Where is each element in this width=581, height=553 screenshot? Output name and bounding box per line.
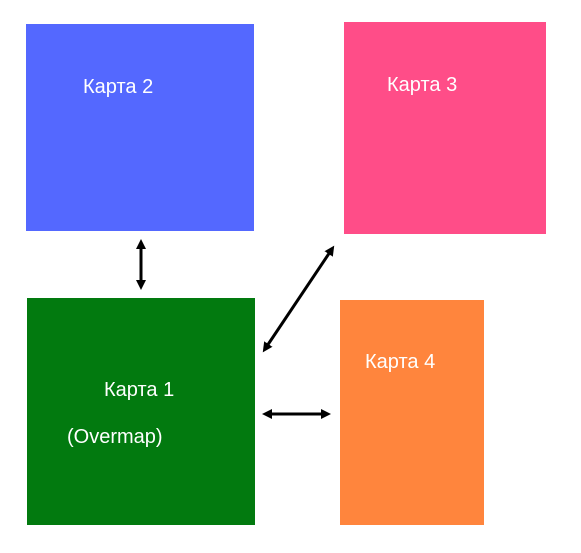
node-map-2-label: Карта 2 — [83, 76, 154, 98]
node-map-1-sublabel: (Overmap) — [67, 426, 163, 448]
node-map-2: Карта 2 — [26, 24, 254, 231]
node-map-4: Карта 4 — [340, 300, 484, 525]
node-map-1: Карта 1 (Overmap) — [27, 298, 255, 525]
edge-map1-map3-arrow — [262, 245, 335, 353]
node-map-1-label: Карта 1 — [104, 379, 175, 401]
node-map-3-label: Карта 3 — [387, 74, 458, 96]
node-map-4-label: Карта 4 — [365, 351, 436, 373]
node-map-3: Карта 3 — [344, 22, 546, 234]
